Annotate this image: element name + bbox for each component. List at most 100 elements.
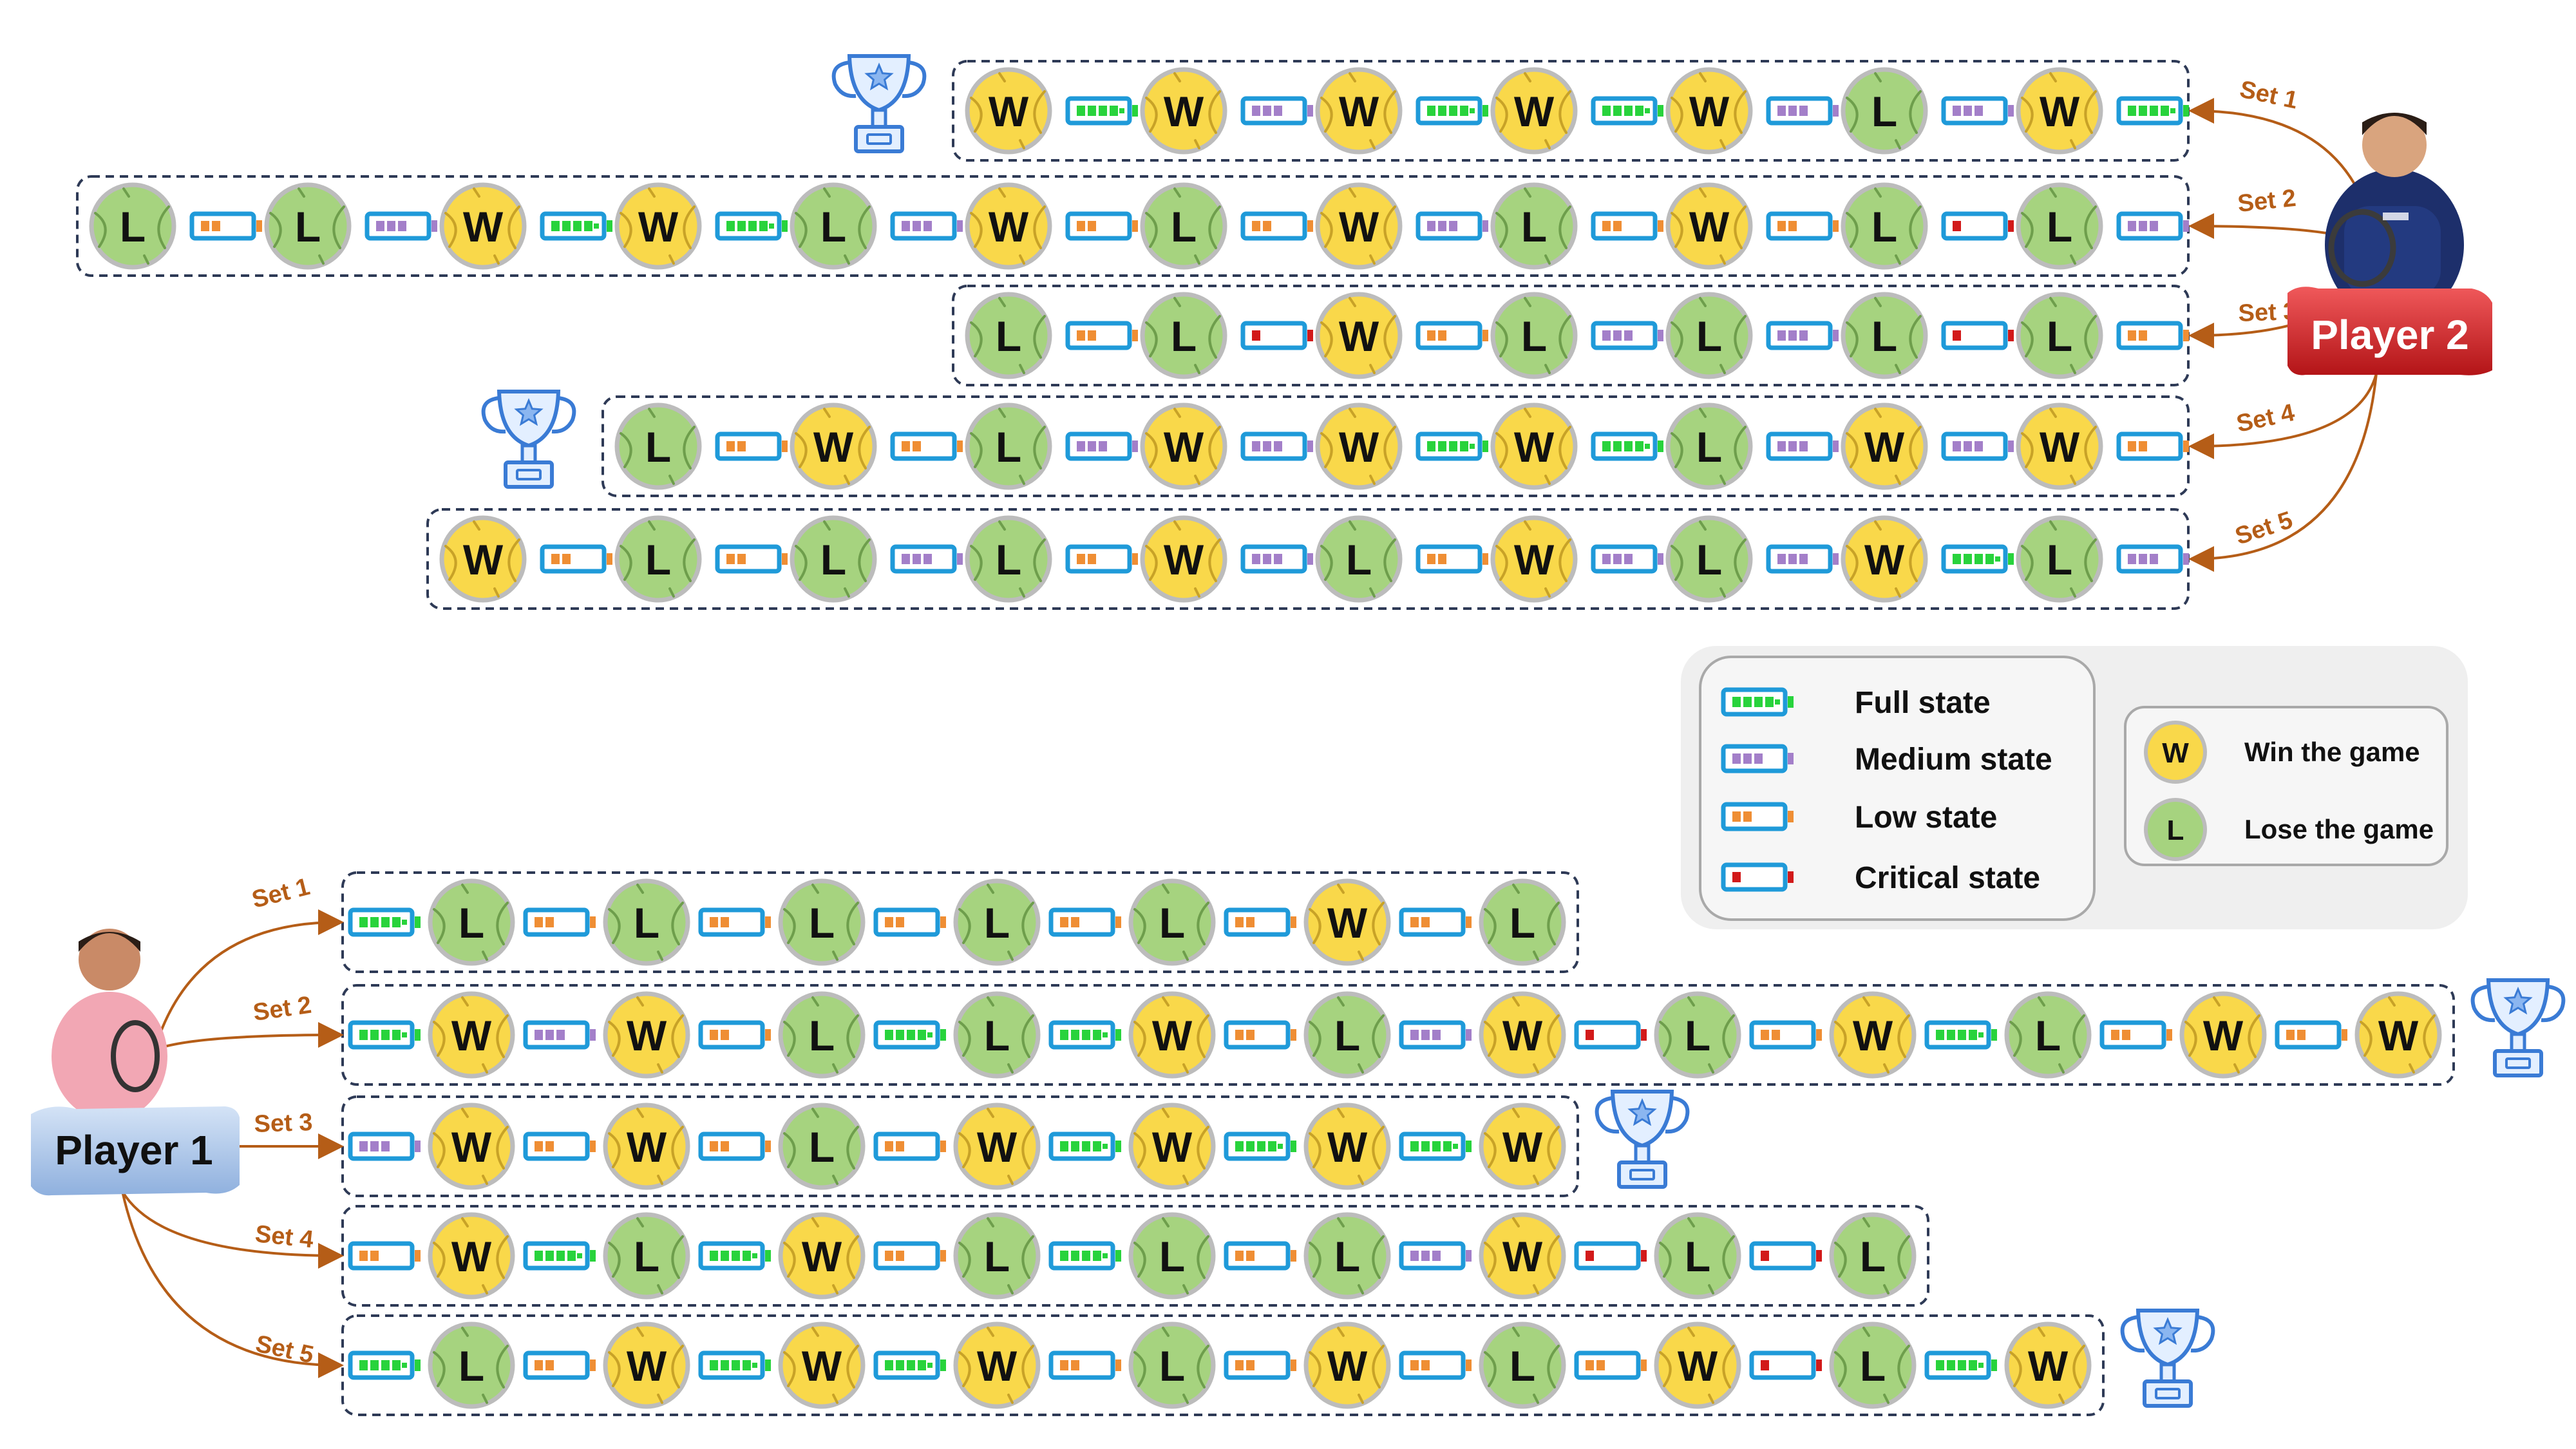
battery-icon	[1399, 907, 1472, 937]
tennis-ball-icon: W	[1128, 1103, 1216, 1190]
set-arrow	[2188, 373, 2378, 459]
battery-icon	[523, 907, 596, 937]
tennis-ball-icon: L	[428, 1321, 515, 1409]
tennis-ball-icon: W	[1479, 1212, 1566, 1300]
tennis-ball-icon: L	[953, 878, 1041, 966]
player1-banner	[31, 1106, 240, 1196]
trophy-icon	[481, 390, 576, 489]
tennis-ball-icon: L	[1829, 1212, 1917, 1300]
game-result-letter: L	[809, 1123, 835, 1171]
game-result-letter: W	[451, 1233, 492, 1280]
tennis-ball-icon: L	[89, 182, 176, 270]
tennis-ball-icon: W	[2354, 991, 2442, 1079]
tennis-ball-icon: W	[428, 991, 515, 1079]
tennis-ball-icon: W	[2179, 991, 2267, 1079]
tennis-ball-icon: L	[1128, 1321, 1216, 1409]
battery-icon	[890, 431, 963, 461]
battery-icon	[1766, 431, 1839, 461]
battery-icon	[1941, 96, 2014, 126]
tennis-ball-icon: W	[1490, 402, 1578, 490]
battery-icon	[2099, 1020, 2172, 1050]
tennis-ball-icon: W	[965, 67, 1052, 155]
game-result-letter: L	[1171, 203, 1197, 251]
game-result-letter: W	[977, 1342, 1018, 1390]
battery-icon	[1048, 1020, 1121, 1050]
battery-icon	[1399, 1132, 1472, 1161]
legend-state-medium: Medium state	[1721, 743, 2052, 777]
game-result-letter: L	[996, 536, 1021, 583]
battery-icon	[1721, 862, 1794, 892]
battery-icon	[1399, 1350, 1472, 1380]
legend-state-label: Low state	[1855, 800, 1997, 835]
tennis-ball-icon: L	[2016, 292, 2103, 379]
game-result-letter: L	[1346, 536, 1372, 583]
battery-icon	[1941, 431, 2014, 461]
battery-icon	[1048, 1241, 1121, 1271]
set-label: Set 1	[2237, 76, 2300, 115]
game-result-letter: W	[989, 203, 1029, 251]
battery-icon	[1766, 321, 1839, 350]
legend-outcome-label: Lose the game	[2244, 814, 2434, 844]
tennis-ball-icon: W	[1841, 515, 1928, 603]
game-result-letter: W	[1152, 1123, 1193, 1171]
set-arrow	[2188, 373, 2378, 572]
tennis-ball-icon	[2144, 721, 2207, 784]
tennis-ball-icon: W	[1315, 292, 1403, 379]
game-result-letter: L	[1521, 203, 1547, 251]
tennis-ball-icon: W	[603, 1103, 690, 1190]
legend-state-full: Full state	[1721, 686, 1991, 720]
battery-icon	[523, 1241, 596, 1271]
battery-icon	[873, 1020, 946, 1050]
game-result-letter: L	[2047, 536, 2072, 583]
tennis-ball-icon: W	[790, 402, 877, 490]
tennis-ball-icon: W	[1303, 1321, 1391, 1409]
tennis-ball-icon: L	[428, 878, 515, 966]
tennis-ball-icon: L	[965, 292, 1052, 379]
game-result-letter: W	[2040, 88, 2080, 135]
tennis-ball-icon: L	[1128, 878, 1216, 966]
tennis-ball-icon: L	[2004, 991, 2092, 1079]
tennis-ball-icon: L	[1140, 292, 1227, 379]
tennis-ball-icon: L	[953, 1212, 1041, 1300]
set-arrow	[121, 1191, 344, 1378]
battery-icon	[348, 1350, 421, 1380]
battery-icon	[2116, 96, 2189, 126]
battery-icon	[523, 1350, 596, 1380]
game-result-letter: W	[1164, 536, 1204, 583]
battery-icon	[348, 1020, 421, 1050]
battery-icon	[1240, 431, 1313, 461]
game-result-letter: L	[809, 1012, 835, 1059]
game-result-letter: L	[1521, 312, 1547, 360]
legend-state-low: Low state	[1721, 800, 1997, 835]
game-result-letter: W	[638, 203, 679, 251]
set-label: Set 3	[2238, 298, 2297, 327]
tennis-ball-icon: W	[2016, 402, 2103, 490]
battery-icon	[715, 544, 788, 574]
battery-icon	[1224, 1350, 1296, 1380]
player1-name: Player 1	[55, 1127, 213, 1173]
game-result-letter: L	[1159, 1342, 1185, 1390]
game-result-letter: L	[634, 899, 659, 947]
trophies	[481, 54, 2566, 1408]
tennis-ball-icon: W	[1303, 878, 1391, 966]
battery-icon	[890, 544, 963, 574]
battery-icon	[1941, 544, 2014, 574]
game-result-letter: W	[2203, 1012, 2244, 1059]
battery-icon	[1399, 1020, 1472, 1050]
battery-icon	[540, 211, 612, 241]
battery-icon	[1416, 211, 1488, 241]
set-container	[341, 1314, 2105, 1416]
tennis-ball-icon: L	[1841, 182, 1928, 270]
game-result-letter: W	[802, 1342, 842, 1390]
tennis-ball-icon: L	[1490, 292, 1578, 379]
tennis-ball-icon: W	[2016, 67, 2103, 155]
battery-icon	[1749, 1241, 1822, 1271]
game-result-letter: W	[1164, 423, 1204, 471]
battery-icon	[1416, 431, 1488, 461]
tennis-ball-icon: L	[1303, 991, 1391, 1079]
